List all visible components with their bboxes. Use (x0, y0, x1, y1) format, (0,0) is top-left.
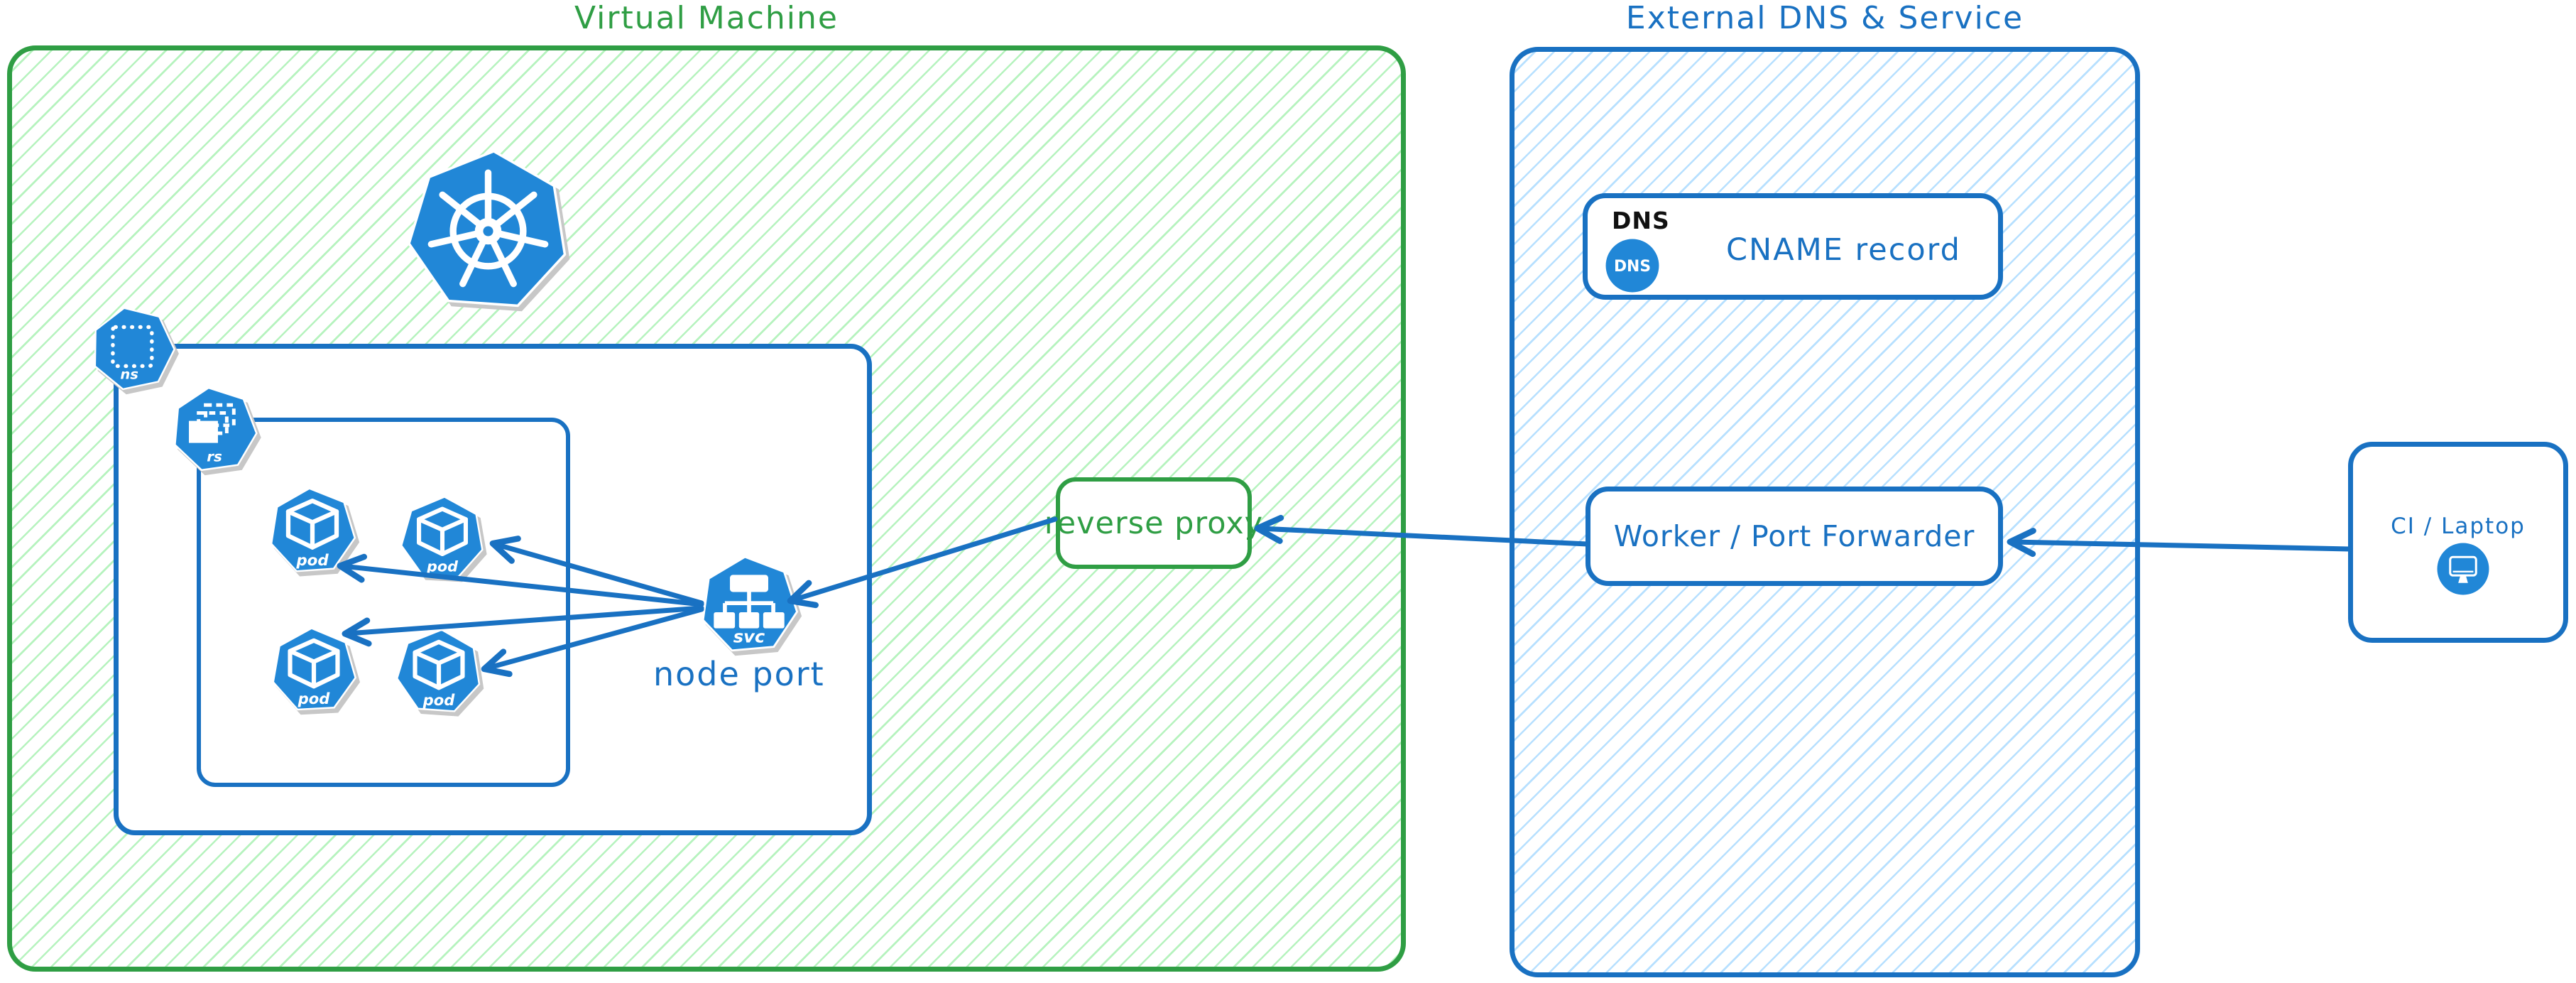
pod-icon-label: pod (298, 690, 331, 707)
pod-icon[interactable]: pod (268, 487, 357, 576)
cube (285, 499, 339, 550)
pod-icon-label: pod (422, 691, 456, 709)
namespace-icon[interactable]: ns (89, 305, 176, 392)
pod-icon[interactable]: pod (399, 495, 486, 582)
reverse-proxy-box[interactable]: reverse proxy (1044, 477, 1262, 569)
dns-tag-label: DNS (1612, 207, 1670, 234)
dotted-square (111, 325, 154, 369)
worker-port-forwarder-label: Worker / Port Forwarder (1613, 519, 1975, 553)
replicaset-icon[interactable]: rs (170, 386, 258, 474)
pod-icon-label: pod (426, 558, 459, 575)
service-tree-nodes (714, 575, 785, 629)
monitor-icon (2436, 542, 2490, 596)
cname-record-box[interactable]: DNS DNS CNAME record (1583, 193, 2003, 300)
cname-record-label: CNAME record (1726, 232, 1961, 268)
dns-icon-label: DNS (1614, 258, 1651, 276)
virtual-machine-title: Virtual Machine (574, 0, 839, 36)
cube (417, 506, 468, 557)
pod-icon-label: pod (295, 552, 329, 570)
reverse-proxy-label: reverse proxy (1044, 505, 1264, 541)
pod-icon[interactable]: pod (270, 626, 358, 715)
kubernetes-logo-icon[interactable] (405, 148, 572, 315)
node-port-label: node port (653, 655, 825, 693)
service-icon[interactable]: svc (699, 555, 799, 656)
ci-laptop-box[interactable]: CI / Laptop (2348, 442, 2568, 643)
external-dns-title: External DNS & Service (1625, 0, 2024, 36)
cube (288, 638, 340, 689)
worker-port-forwarder-box[interactable]: Worker / Port Forwarder (1586, 487, 2003, 586)
service-icon-label: svc (733, 627, 765, 647)
pod-icon[interactable]: pod (395, 628, 483, 716)
dns-icon[interactable]: DNS (1605, 238, 1660, 293)
replicaset-icon-label: rs (207, 449, 222, 465)
cube (413, 639, 465, 690)
namespace-icon-label: ns (120, 366, 138, 383)
ci-laptop-label: CI / Laptop (2391, 514, 2526, 539)
